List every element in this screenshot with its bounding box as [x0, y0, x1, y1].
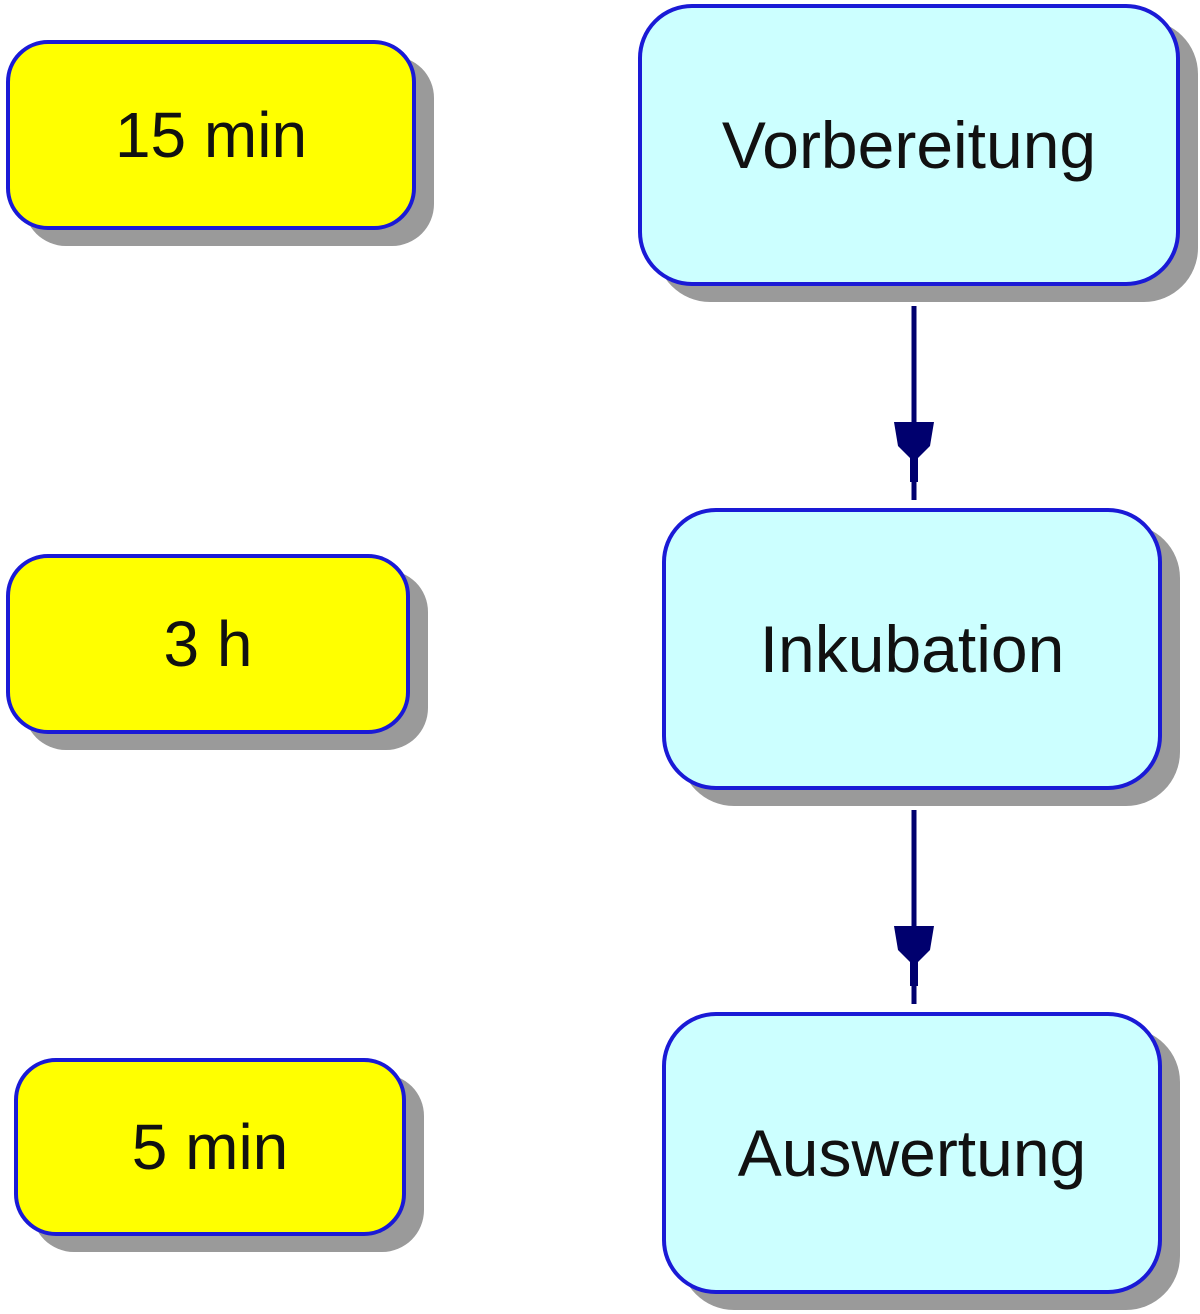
step-box-auswertung: Auswertung	[662, 1012, 1162, 1294]
step-box-vorbereitung: Vorbereitung	[638, 4, 1180, 286]
duration-label: 5 min	[131, 1111, 289, 1183]
duration-label: 3 h	[163, 608, 253, 680]
duration-box-incubation: 3 h	[6, 554, 410, 734]
arrow-inkubation-to-auswertung	[894, 810, 934, 1004]
arrow-head	[894, 926, 934, 986]
arrow-head	[894, 422, 934, 482]
duration-box-evaluation: 5 min	[14, 1058, 406, 1236]
step-box-inkubation: Inkubation	[662, 508, 1162, 790]
arrow-vorbereitung-to-inkubation	[894, 306, 934, 500]
step-label: Auswertung	[737, 1116, 1087, 1190]
duration-box-preparation: 15 min	[6, 40, 416, 230]
duration-label: 15 min	[114, 99, 308, 171]
step-label: Vorbereitung	[721, 108, 1097, 182]
step-label: Inkubation	[759, 612, 1065, 686]
